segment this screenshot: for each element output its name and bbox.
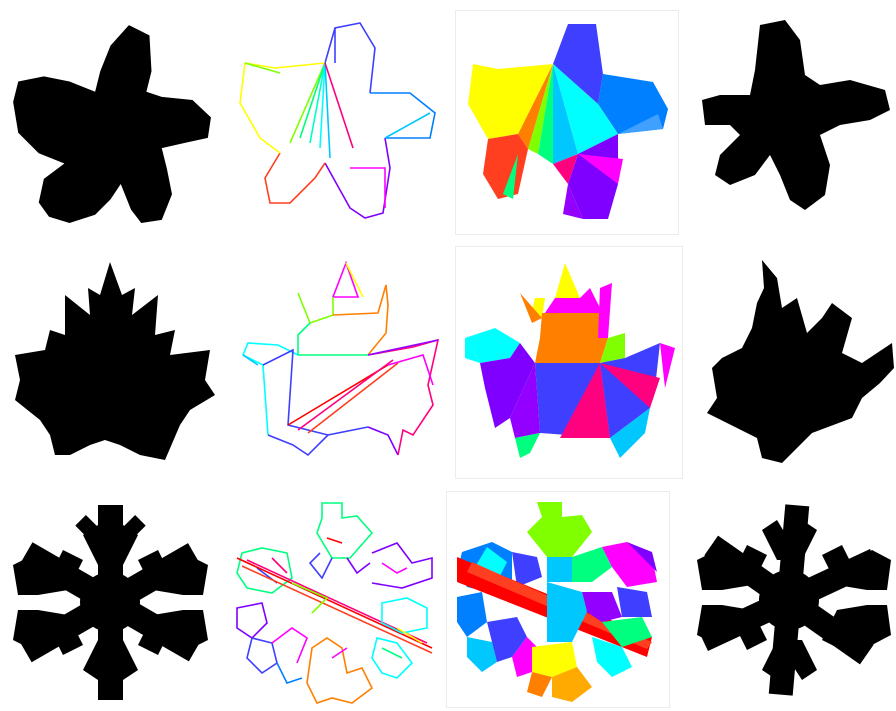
star-filled-cell — [458, 14, 673, 229]
leaf-output-cell — [702, 258, 896, 470]
star-input-cell — [8, 20, 213, 225]
leaf-outline-decomposition — [238, 255, 443, 467]
star-outline-cell — [235, 18, 445, 228]
snowflake-output-cell — [692, 500, 896, 700]
star-outline-decomposition — [235, 18, 445, 228]
star-filled-decomposition — [458, 14, 673, 229]
snowflake-filled-cell — [452, 497, 664, 702]
star-output-cell — [700, 15, 895, 215]
snowflake-output-silhouette — [692, 500, 896, 700]
leaf-outline-cell — [238, 255, 443, 467]
star-output-silhouette — [700, 15, 895, 215]
leaf-filled-cell — [460, 258, 678, 468]
star-input-silhouette — [8, 20, 213, 225]
leaf-filled-decomposition — [460, 258, 678, 468]
leaf-input-silhouette — [10, 260, 215, 470]
leaf-input-cell — [10, 260, 215, 470]
leaf-output-silhouette — [702, 258, 896, 470]
snowflake-outline-cell — [232, 498, 440, 706]
snowflake-input-silhouette — [8, 500, 213, 705]
snowflake-outline-decomposition — [232, 498, 440, 706]
snowflake-filled-decomposition — [452, 497, 664, 702]
snowflake-input-cell — [8, 500, 213, 705]
